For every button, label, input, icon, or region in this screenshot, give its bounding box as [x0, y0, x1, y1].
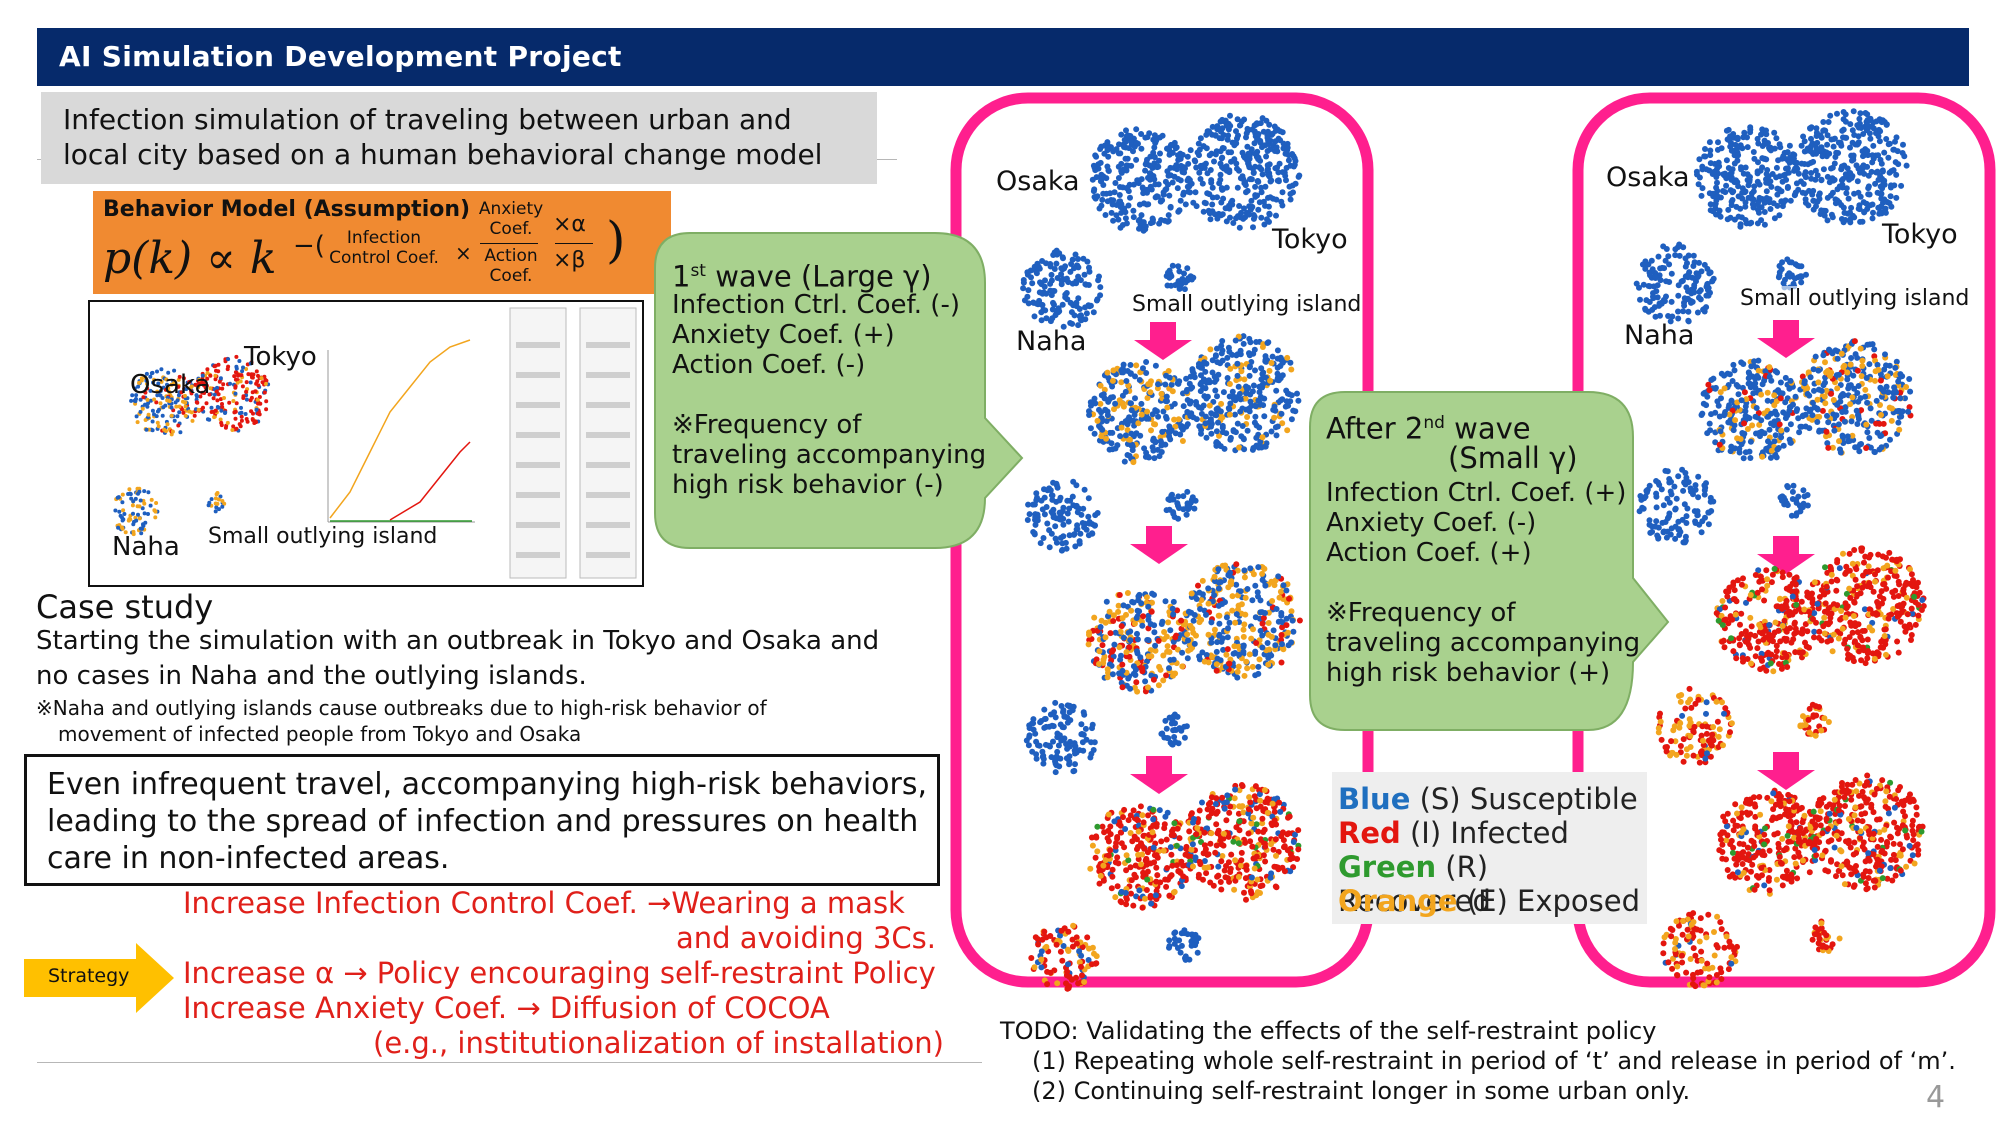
strategy-item: Increase Anxiety Coef. → Diffusion of CO… [183, 991, 830, 1025]
todo-title: TODO: Validating the effects of the self… [1000, 1017, 1657, 1045]
legend-item-blue: Blue (S) Susceptible [1338, 782, 1638, 816]
formula-term: Action Coef. [484, 246, 538, 286]
first-wave-line: high risk behavior (-) [672, 470, 944, 500]
second-wave-title: (Small γ) [1448, 441, 1578, 475]
case-study-title: Case study [36, 588, 214, 626]
panel-left-island: Small outlying island [1132, 292, 1362, 317]
page-number: 4 [1926, 1080, 1946, 1115]
conclusion-line: Even infrequent travel, accompanying hig… [47, 767, 928, 802]
first-wave-line: ※Frequency of [672, 410, 862, 440]
case-study-note: ※Naha and outlying islands cause outbrea… [36, 696, 767, 720]
second-wave-line: Anxiety Coef. (-) [1326, 508, 1537, 538]
strategy-item: Increase α → Policy encouraging self-res… [183, 956, 936, 990]
conclusion-line: care in non-infected areas. [47, 841, 450, 876]
fraction-bar [555, 243, 593, 244]
first-wave-line: traveling accompanying [672, 440, 987, 470]
strategy-item: and avoiding 3Cs. [676, 921, 937, 955]
first-wave-line: Action Coef. (-) [672, 350, 866, 380]
header-title: AI Simulation Development Project [59, 40, 622, 73]
panel-right-osaka: Osaka [1606, 162, 1690, 193]
panel-left-tokyo: Tokyo [1272, 224, 1348, 255]
legend-item-green: Green (R) Recovered [1338, 850, 1491, 918]
strategy-item: (e.g., institutionalization of installat… [373, 1026, 944, 1060]
formula-times: × [455, 241, 472, 265]
legend-item-red: Red (I) Infected [1338, 816, 1569, 850]
header-bar: AI Simulation Development Project [37, 28, 1969, 86]
panel-left-naha: Naha [1016, 326, 1087, 357]
formula-alpha: ×α [553, 212, 586, 237]
second-wave-line: high risk behavior (+) [1326, 658, 1611, 688]
conclusion-line: leading to the spread of infection and p… [47, 804, 919, 839]
strategy-label: Strategy [48, 965, 130, 987]
behavior-model-title: Behavior Model (Assumption) [103, 197, 471, 222]
simulation-graphics [90, 302, 642, 585]
city-label-naha: Naha [112, 532, 180, 562]
city-label-island: Small outlying island [208, 524, 438, 549]
case-study-text: no cases in Naha and the outlying island… [36, 661, 587, 691]
formula-term: Infection Control Coef. [329, 228, 439, 268]
second-wave-line: ※Frequency of [1326, 598, 1516, 628]
conclusion-box: Even infrequent travel, accompanying hig… [24, 754, 940, 886]
city-label-osaka: Osaka [130, 370, 211, 400]
formula: p(k) ∝ k [103, 233, 277, 284]
todo-item: (2) Continuing self-restraint longer in … [1032, 1077, 1691, 1105]
panel-right-island: Small outlying island [1740, 286, 1970, 311]
legend-item-orange: Orange (E) Exposed [1338, 884, 1640, 918]
todo-item: (1) Repeating whole self-restraint in pe… [1032, 1047, 1956, 1075]
city-label-tokyo: Tokyo [244, 342, 317, 372]
subtitle-line: local city based on a human behavioral c… [63, 138, 823, 171]
first-wave-line: Anxiety Coef. (+) [672, 320, 895, 350]
formula-term: Anxiety Coef. [478, 199, 544, 239]
strategy-item: Increase Infection Control Coef. →Wearin… [183, 886, 905, 920]
formula-beta: ×β [553, 248, 586, 273]
subtitle-line: Infection simulation of traveling betwee… [63, 103, 792, 136]
second-wave-line: Infection Ctrl. Coef. (+) [1326, 478, 1627, 508]
panel-right-tokyo: Tokyo [1882, 219, 1958, 250]
first-wave-line: Infection Ctrl. Coef. (-) [672, 290, 960, 320]
subtitle-box: Infection simulation of traveling betwee… [41, 92, 877, 184]
panel-left-osaka: Osaka [996, 166, 1080, 197]
behavior-model-box: Behavior Model (Assumption) p(k) ∝ k −( … [93, 191, 671, 294]
strategy-arrow [24, 943, 174, 1013]
formula-exponent: −( [293, 231, 325, 261]
case-study-note: movement of infected people from Tokyo a… [58, 722, 582, 746]
legend: Blue (S) Susceptible Red (I) Infected Gr… [1332, 772, 1647, 924]
second-wave-title: After 2nd wave [1326, 411, 1531, 446]
case-study-text: Starting the simulation with an outbreak… [36, 626, 880, 656]
panel-right-naha: Naha [1624, 320, 1695, 351]
second-wave-line: traveling accompanying [1326, 628, 1641, 658]
simulation-screenshot: Osaka Tokyo Naha Small outlying island [88, 300, 644, 587]
fraction-bar [480, 243, 538, 244]
first-wave-title: 1st wave (Large γ) [672, 259, 932, 294]
divider [37, 1062, 982, 1063]
second-wave-line: Action Coef. (+) [1326, 538, 1532, 568]
formula-paren: ) [606, 211, 626, 269]
